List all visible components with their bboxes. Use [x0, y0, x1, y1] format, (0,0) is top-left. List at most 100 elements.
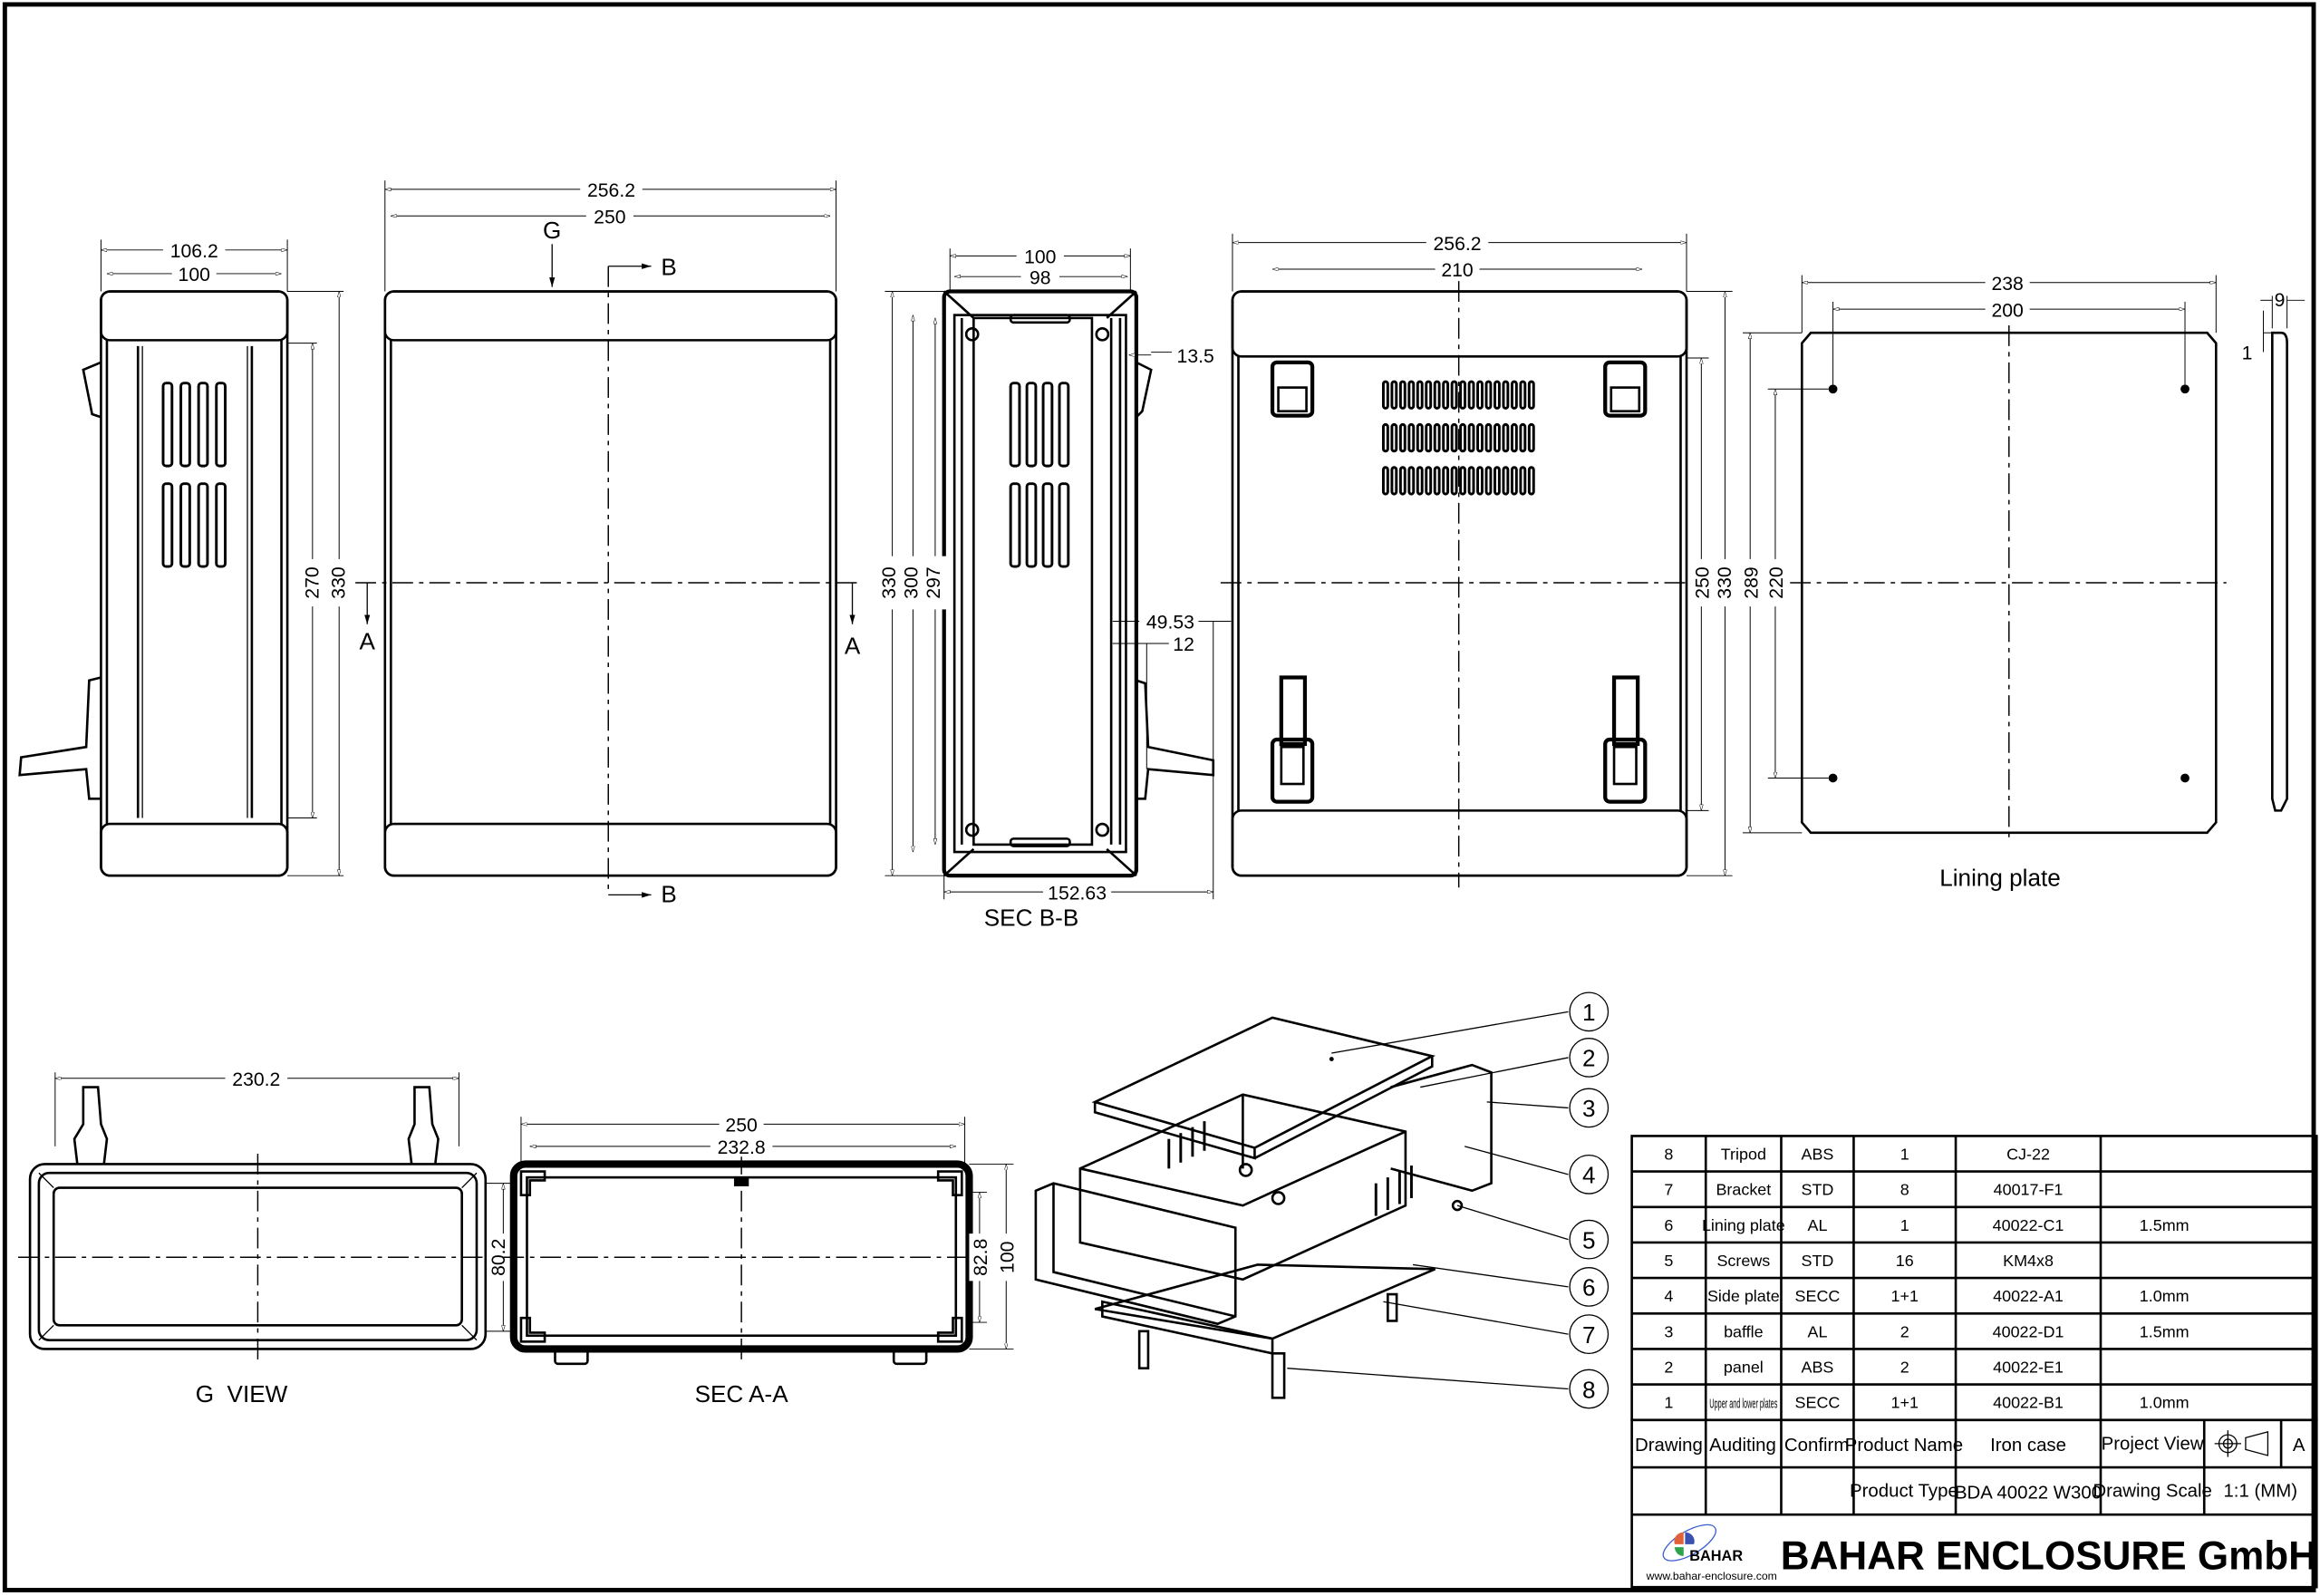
- logo-text: BAHAR: [1689, 1548, 1743, 1564]
- front-view: B B A A G 256.2 250: [355, 179, 861, 908]
- bom-note: 1.5mm: [2140, 1322, 2190, 1340]
- vent-slots: [161, 382, 227, 568]
- product-type-label: Product Type: [1850, 1482, 1958, 1502]
- dim-height-300: 300: [901, 566, 922, 598]
- part-panel-front: [1034, 1182, 1237, 1326]
- bom-material: AL: [1807, 1322, 1827, 1340]
- drawing-label: Drawing: [1635, 1436, 1703, 1456]
- vent-slots: [1381, 380, 1535, 496]
- bracket-top: [82, 361, 102, 419]
- svg-text:7: 7: [1582, 1321, 1596, 1349]
- sheet-size: A: [2293, 1436, 2306, 1456]
- dim-hole-span: 210: [1441, 260, 1473, 281]
- svg-text:6: 6: [1582, 1274, 1596, 1301]
- balloon-7: 7: [1569, 1314, 1610, 1354]
- bom-no: 4: [1664, 1287, 1673, 1305]
- dim-hole-span-h: 220: [1766, 566, 1787, 598]
- bom-qty: 1+1: [1891, 1287, 1919, 1305]
- projection-symbol-icon: [2214, 1430, 2269, 1457]
- bom-qty: 1: [1900, 1216, 1909, 1234]
- bom-code: CJ-22: [2006, 1146, 2050, 1164]
- dim-width-inner: 100: [179, 265, 210, 285]
- dim-profile-thickness: 1: [2242, 343, 2253, 364]
- dim-width-inner: 98: [1030, 267, 1051, 288]
- bom-row: 5 Screws STD 16 KM4x8: [1664, 1252, 2054, 1270]
- svg-text:2: 2: [1582, 1045, 1596, 1072]
- bom-material: ABS: [1802, 1146, 1834, 1164]
- lining-plate-profile: [2271, 331, 2288, 812]
- section-b-label-bottom: B: [661, 881, 676, 908]
- balloon-2: 2: [1569, 1038, 1610, 1078]
- confirm-label: Confirm: [1784, 1436, 1849, 1456]
- bom-name: Bracket: [1716, 1181, 1771, 1199]
- view-g-marker: G: [543, 217, 561, 244]
- bom-no: 7: [1664, 1181, 1673, 1199]
- bom-no: 2: [1664, 1359, 1673, 1377]
- tripod-leg: [18, 676, 102, 800]
- dim-height-outer: 289: [1741, 566, 1762, 598]
- bom-no: 8: [1664, 1146, 1673, 1164]
- dim-width-outer: 100: [1024, 247, 1056, 268]
- bom-code: KM4x8: [2003, 1252, 2054, 1270]
- part-upper-plate: [1091, 1016, 1436, 1160]
- section-b-label-top: B: [661, 254, 676, 281]
- svg-text:1: 1: [1582, 999, 1596, 1026]
- bom-name: Lining plate: [1702, 1216, 1785, 1234]
- section-a-a-label: SEC A-A: [695, 1380, 789, 1407]
- dim-12: 12: [1173, 634, 1194, 655]
- dim-height-inner: 82.8: [971, 1239, 991, 1276]
- bom-no: 5: [1664, 1252, 1673, 1270]
- dim-height-330: 330: [879, 566, 900, 598]
- bom-qty: 1+1: [1891, 1394, 1919, 1412]
- part-lining-plate: [1094, 1263, 1436, 1340]
- dim-hole-span-w: 200: [1991, 300, 2023, 321]
- back-view: 256.2 210 250 330: [1220, 232, 1735, 888]
- balloon-5: 5: [1569, 1219, 1610, 1260]
- bom-material: STD: [1802, 1252, 1834, 1270]
- website[interactable]: www.bahar-enclosure.com: [1646, 1570, 1777, 1582]
- project-view-label: Project View: [2102, 1434, 2204, 1454]
- dim-depth: 152.63: [1048, 883, 1107, 904]
- lining-plate-label: Lining plate: [1939, 865, 2061, 892]
- dim-width-outer: 106.2: [170, 241, 218, 262]
- drawing-scale-value: 1:1 (MM): [2223, 1482, 2297, 1502]
- bom-name: panel: [1724, 1359, 1764, 1377]
- bom-no: 6: [1664, 1216, 1673, 1234]
- title-block: Drawing Auditing Confirm Product Name Ir…: [1630, 1418, 2318, 1589]
- dim-height-inner: 270: [302, 566, 323, 598]
- bom-name: Screws: [1716, 1252, 1770, 1270]
- bom-code: 40022-B1: [1993, 1394, 2064, 1412]
- vent-slots: [1009, 382, 1070, 568]
- bom-code: 40022-E1: [1993, 1359, 2064, 1377]
- dim-height-outer: 330: [329, 566, 350, 598]
- company-name: BAHAR ENCLOSURE GmbH: [1781, 1534, 2317, 1579]
- bom-note: 1.5mm: [2140, 1216, 2190, 1234]
- svg-text:8: 8: [1582, 1376, 1596, 1403]
- dim-height-250: 250: [1692, 566, 1713, 598]
- balloon-3: 3: [1569, 1088, 1610, 1128]
- bom-name: Upper and lower plates: [1709, 1398, 1777, 1412]
- exploded-assembly-view: 1 2 3 4 5 6 7 8: [1034, 991, 1610, 1409]
- bom-name: Side plate: [1707, 1287, 1780, 1305]
- part-panel-back: [1390, 1063, 1493, 1193]
- bom-qty: 8: [1900, 1181, 1909, 1199]
- bom-qty: 16: [1896, 1252, 1914, 1270]
- dim-height-297: 297: [923, 566, 944, 598]
- part-side-plate-back: [1078, 1093, 1407, 1282]
- bahar-logo: BAHAR: [1662, 1523, 1743, 1564]
- bom-material: ABS: [1802, 1359, 1834, 1377]
- bom-name: baffle: [1724, 1322, 1764, 1340]
- bom-code: 40022-D1: [1993, 1322, 2064, 1340]
- dim-width-outer: 256.2: [1434, 234, 1482, 255]
- svg-text:5: 5: [1582, 1226, 1596, 1253]
- bom-code: 40022-A1: [1993, 1287, 2064, 1305]
- bom-note: 1.0mm: [2140, 1394, 2190, 1412]
- g-view-label: G VIEW: [196, 1380, 288, 1407]
